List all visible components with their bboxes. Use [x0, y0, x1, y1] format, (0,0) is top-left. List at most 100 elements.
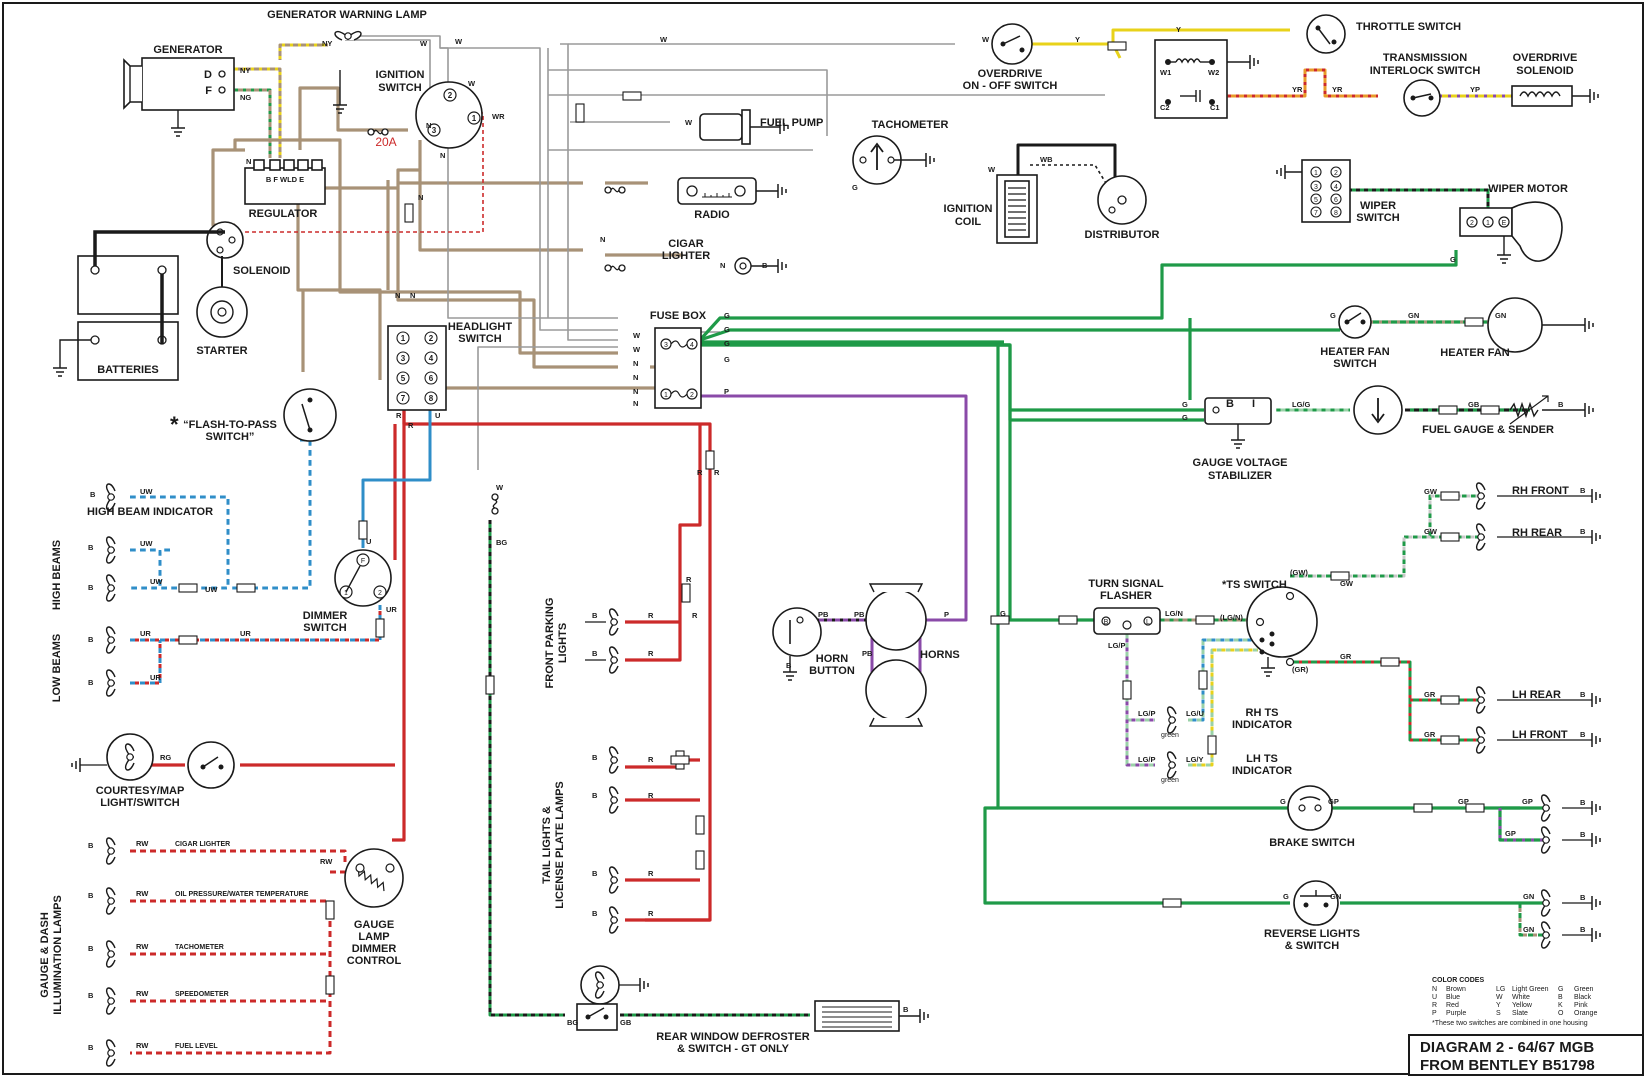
- svg-text:SWITCH: SWITCH: [303, 622, 346, 634]
- svg-text:STARTER: STARTER: [196, 345, 247, 357]
- svg-text:N: N: [633, 399, 638, 408]
- svg-text:N: N: [426, 121, 431, 130]
- fuel-gauge-sender: FUEL GAUGE & SENDER: [1353, 385, 1594, 436]
- svg-text:(LG/N): (LG/N): [1220, 613, 1243, 622]
- svg-text:R: R: [648, 791, 654, 800]
- svg-text:green: green: [1161, 732, 1179, 739]
- svg-text:green: green: [1161, 777, 1179, 784]
- svg-text:OVERDRIVE: OVERDRIVE: [1513, 52, 1578, 64]
- svg-text:B: B: [592, 611, 598, 620]
- svg-text:YR: YR: [1332, 85, 1343, 94]
- svg-text:B: B: [1580, 830, 1586, 839]
- svg-text:RG: RG: [160, 753, 171, 762]
- svg-text:SWITCH: SWITCH: [458, 333, 501, 345]
- svg-text:N: N: [440, 151, 445, 160]
- distributor: DISTRIBUTOR: [1085, 175, 1160, 241]
- svg-text:YP: YP: [1470, 85, 1480, 94]
- brake-switch: BRAKE SWITCH: [1269, 785, 1355, 849]
- svg-text:CIGAR: CIGAR: [668, 238, 704, 250]
- legend-cell: W: [1496, 994, 1503, 1001]
- wire-code-rw: RW: [136, 989, 149, 998]
- svg-text:LG/N: LG/N: [1165, 609, 1183, 618]
- legend-cell: O: [1558, 1010, 1564, 1017]
- rh-turn-lamps: RH FRONT RH REAR: [1475, 482, 1601, 551]
- legend-cell: Light Green: [1512, 986, 1549, 993]
- wiper-motor: 2 1 E WIPER MOTOR: [1459, 183, 1568, 264]
- svg-text:NG: NG: [240, 93, 251, 102]
- svg-text:C1: C1: [1210, 103, 1220, 112]
- legend-cell: Y: [1496, 1002, 1501, 1009]
- svg-text:GN: GN: [1523, 925, 1534, 934]
- svg-text:DISTRIBUTOR: DISTRIBUTOR: [1085, 229, 1160, 241]
- svg-text:SWITCH: SWITCH: [1356, 212, 1399, 224]
- svg-text:UW: UW: [140, 487, 153, 496]
- radio: RADIO: [677, 177, 787, 221]
- svg-text:COLOR CODES: COLOR CODES: [1432, 977, 1484, 984]
- svg-text:GR: GR: [1340, 652, 1352, 661]
- transmission-interlock-switch: TRANSMISSION INTERLOCK SWITCH: [1370, 52, 1480, 117]
- svg-text:2: 2: [378, 590, 382, 597]
- svg-text:LG/G: LG/G: [1292, 400, 1310, 409]
- green-wires: [698, 250, 1545, 905]
- svg-text:B: B: [592, 791, 598, 800]
- svg-text:L: L: [1146, 619, 1150, 626]
- svg-text:N: N: [246, 157, 251, 166]
- svg-text:B: B: [1580, 925, 1586, 934]
- svg-text:7: 7: [1314, 210, 1318, 217]
- svg-text:HEATER FAN: HEATER FAN: [1440, 347, 1510, 359]
- svg-text:B: B: [592, 869, 598, 878]
- svg-text:B: B: [903, 1005, 909, 1014]
- svg-text:UW: UW: [140, 539, 153, 548]
- svg-text:LAMP: LAMP: [358, 931, 389, 943]
- courtesy-map-light: COURTESY/MAP LIGHT/SWITCH: [71, 733, 235, 809]
- svg-text:LH TS: LH TS: [1246, 753, 1278, 765]
- svg-text:UW: UW: [205, 585, 218, 594]
- svg-text:W: W: [982, 35, 990, 44]
- horn-button: HORN BUTTON: [772, 607, 855, 681]
- svg-text:2: 2: [448, 91, 453, 100]
- svg-text:DIMMER: DIMMER: [352, 943, 397, 955]
- svg-text:INDICATOR: INDICATOR: [1232, 719, 1292, 731]
- svg-text:PB: PB: [862, 649, 873, 658]
- svg-text:Y: Y: [1075, 35, 1080, 44]
- svg-text:OVERDRIVE: OVERDRIVE: [978, 68, 1043, 80]
- svg-text:BRAKE SWITCH: BRAKE SWITCH: [1269, 837, 1355, 849]
- svg-text:*TS SWITCH: *TS SWITCH: [1222, 579, 1287, 591]
- svg-text:R: R: [648, 755, 654, 764]
- reverse-lamps: [1540, 889, 1601, 949]
- svg-text:B: B: [1580, 527, 1586, 536]
- flash-to-pass-switch: * “FLASH-TO-PASS SWITCH”: [170, 388, 337, 443]
- svg-text:N: N: [633, 373, 638, 382]
- wire-code-rw: RW: [136, 889, 149, 898]
- svg-text:(GW): (GW): [1290, 568, 1308, 577]
- svg-text:(GR): (GR): [1292, 665, 1309, 674]
- legend-cell: Slate: [1512, 1010, 1528, 1017]
- svg-text:B: B: [1580, 798, 1586, 807]
- legend-cell: Green: [1574, 986, 1594, 993]
- svg-text:P: P: [944, 610, 949, 619]
- svg-text:GENERATOR: GENERATOR: [153, 44, 222, 56]
- svg-text:RH REAR: RH REAR: [1512, 527, 1562, 539]
- svg-text:FROM BENTLEY B51798: FROM BENTLEY B51798: [1420, 1057, 1595, 1074]
- svg-text:GB: GB: [1468, 400, 1480, 409]
- svg-text:B: B: [592, 753, 598, 762]
- legend-cell: K: [1558, 1002, 1563, 1009]
- turn-signal-flasher: B L TURN SIGNAL FLASHER: [1088, 578, 1164, 635]
- svg-text:G: G: [1182, 400, 1188, 409]
- legend-cell: Yellow: [1512, 1002, 1533, 1009]
- svg-text:RH FRONT: RH FRONT: [1512, 485, 1569, 497]
- svg-text:UR: UR: [140, 629, 151, 638]
- svg-text:REGULATOR: REGULATOR: [249, 208, 318, 220]
- turn-signal-switch: *TS SWITCH: [1222, 579, 1318, 677]
- svg-text:FRONT PARKING: FRONT PARKING: [544, 598, 556, 689]
- svg-text:TRANSMISSION: TRANSMISSION: [1383, 52, 1467, 64]
- svg-text:B: B: [592, 909, 598, 918]
- svg-text:G: G: [1000, 609, 1006, 618]
- svg-text:R: R: [714, 468, 720, 477]
- svg-text:UR: UR: [386, 605, 397, 614]
- svg-text:GN: GN: [1330, 892, 1341, 901]
- svg-text:3: 3: [432, 126, 437, 135]
- svg-text:REAR WINDOW DEFROSTER: REAR WINDOW DEFROSTER: [656, 1031, 809, 1043]
